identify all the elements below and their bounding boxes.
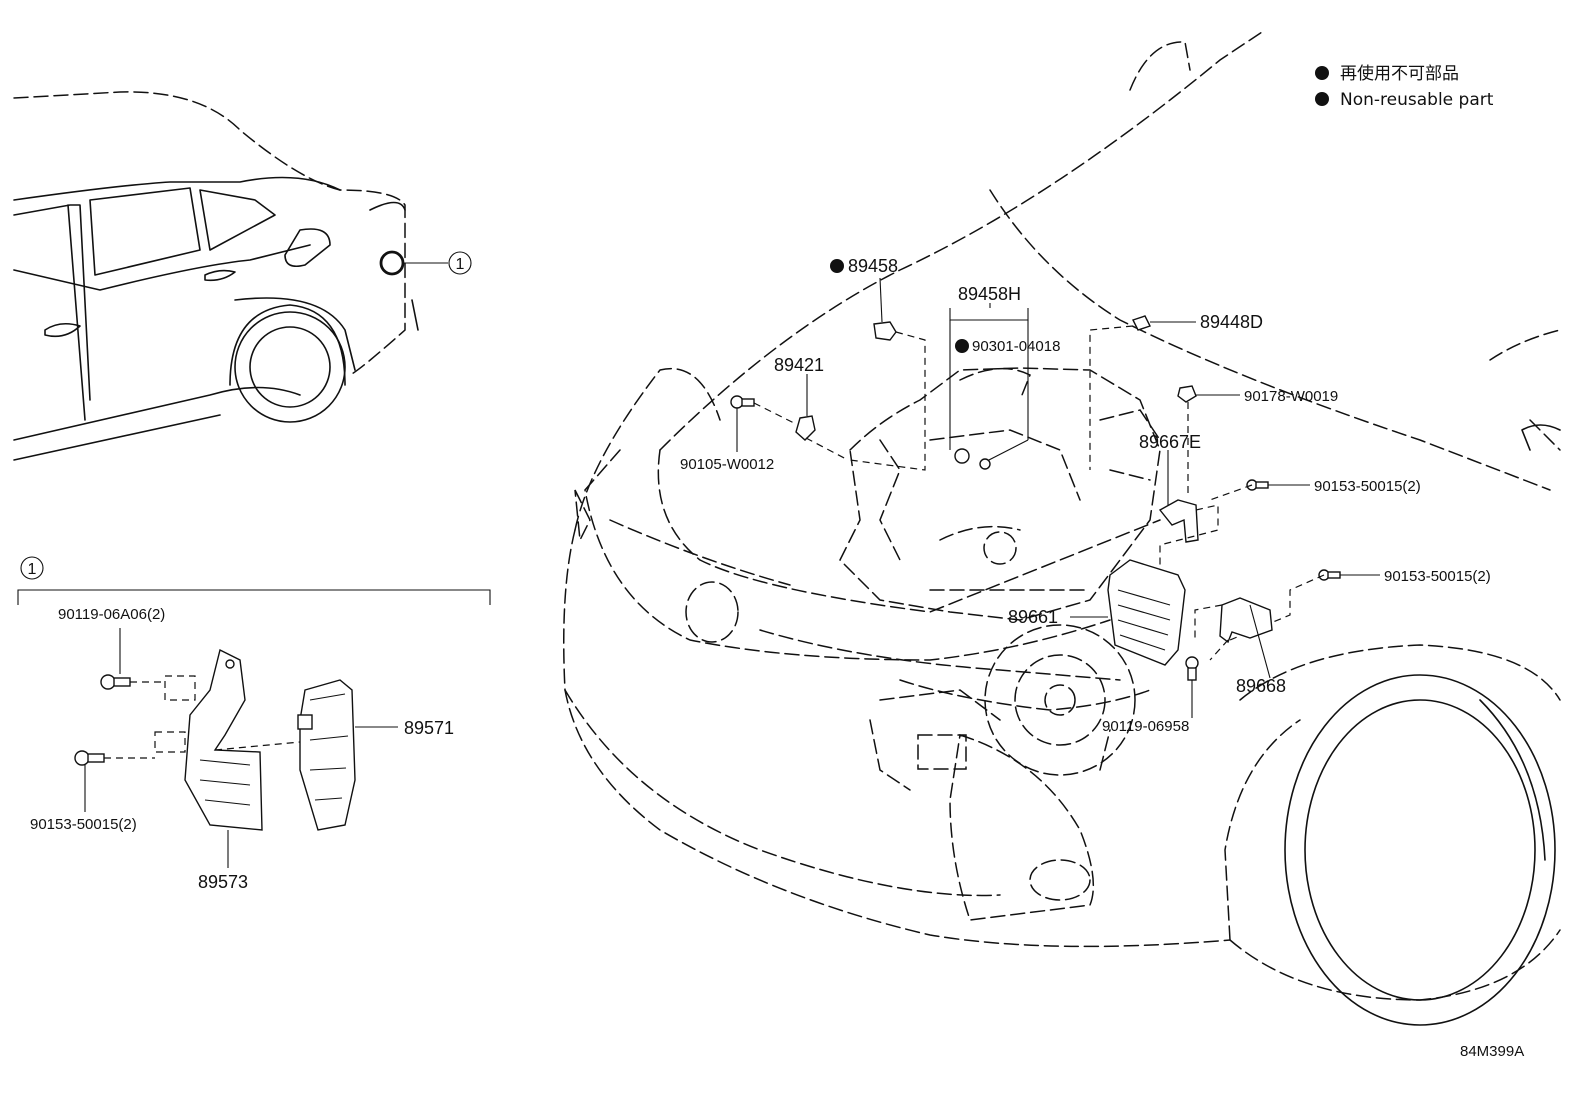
label-89573: 89573: [198, 872, 248, 892]
part-89661-ecu: [1070, 559, 1186, 666]
part-90178-W0019: [1177, 385, 1240, 495]
figure-code: 84M399A: [1460, 1043, 1524, 1060]
detail-box-marker: 1: [28, 561, 37, 578]
label-90153-50015-a: 90153-50015(2): [1314, 478, 1421, 495]
label-90119-06958: 90119-06958: [1102, 718, 1189, 735]
label-89668: 89668: [1236, 676, 1286, 696]
detail-box-rear-sensor: 1: [17, 556, 491, 868]
label-90153-50015-c: 90153-50015(2): [30, 816, 137, 833]
part-90153-50015-b: [1229, 569, 1380, 641]
label-89421: 89421: [774, 355, 824, 375]
label-90119-06A06: 90119-06A06(2): [58, 606, 165, 623]
part-89448D: [1089, 315, 1196, 470]
label-89458: 89458: [848, 256, 898, 276]
bolt-90119-06A06: [100, 674, 131, 690]
sensor-89571: [297, 679, 398, 831]
label-90301-04018: 90301-04018: [972, 338, 1060, 355]
front-vehicle-view: [563, 29, 1561, 1026]
front-parts: [730, 259, 1380, 718]
part-89458H: [949, 303, 1029, 470]
part-labels: 89458 89458H 90301-04018 89421 89448D 90…: [30, 256, 1524, 1060]
part-89458: [830, 259, 926, 471]
label-90105-W0012: 90105-W0012: [680, 456, 774, 473]
label-90153-50015-b: 90153-50015(2): [1384, 568, 1491, 585]
part-89668: [1194, 597, 1273, 679]
label-89667E: 89667E: [1139, 432, 1201, 452]
label-89571: 89571: [404, 718, 454, 738]
rear-radar-location-marker: [379, 250, 405, 276]
engine-assembly: [839, 367, 1161, 791]
bolt-90153-50015-detail: [74, 750, 105, 766]
label-89448D: 89448D: [1200, 312, 1263, 332]
part-90119-06958: [1185, 656, 1199, 718]
callout-marker: 1: [456, 256, 465, 273]
part-90153-50015-a: [1209, 479, 1310, 501]
legend-item-jp: 再使用不可部品: [1340, 63, 1459, 84]
part-89667E: [1158, 450, 1219, 565]
legend-item-en: Non-reusable part: [1340, 90, 1494, 110]
part-89421: [795, 374, 816, 441]
bracket-89573: [184, 648, 263, 868]
legend: 再使用不可部品 Non-reusable part: [1315, 63, 1494, 110]
label-89458H: 89458H: [958, 284, 1021, 304]
rear-vehicle-view: 1: [13, 91, 472, 461]
label-89661: 89661: [1008, 607, 1058, 627]
label-90178-W0019: 90178-W0019: [1244, 388, 1338, 405]
part-90105-W0012: [730, 395, 849, 461]
